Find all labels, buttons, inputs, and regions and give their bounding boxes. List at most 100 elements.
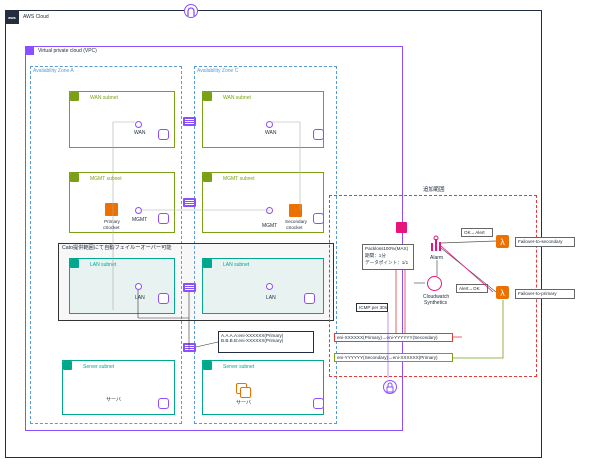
lock-icon bbox=[203, 173, 212, 182]
alert-to-ok-label: Alert→OK bbox=[459, 286, 480, 291]
mgmt-subnet-a bbox=[69, 172, 175, 233]
eni-icon bbox=[266, 121, 273, 128]
route-table-icon bbox=[183, 198, 196, 207]
lock-icon bbox=[203, 92, 212, 101]
wan-subnet-c-label: WAN subnet bbox=[223, 95, 251, 101]
eni-icon bbox=[266, 283, 273, 290]
route-update-secondary-to-primary: eni-YYYYYY(Secondary)→eni-XXXXXX(Primary… bbox=[334, 353, 453, 362]
vpn-gateway-icon bbox=[383, 380, 397, 394]
nacl-icon bbox=[158, 129, 169, 140]
server-instances-icon-2 bbox=[240, 387, 251, 398]
lock-icon bbox=[203, 259, 212, 268]
nacl-icon bbox=[313, 398, 324, 409]
eni-icon bbox=[135, 283, 142, 290]
cato-failover-region bbox=[58, 243, 334, 321]
aws-logo-icon: aws bbox=[5, 10, 19, 24]
primary-csocket-instance-icon bbox=[105, 203, 118, 216]
server-subnet-a bbox=[62, 360, 175, 415]
vpc-icon bbox=[25, 46, 34, 55]
server-subnet-c bbox=[202, 360, 324, 415]
secondary-csocket-label-1: Secondary bbox=[285, 219, 307, 224]
nacl-icon bbox=[313, 213, 324, 224]
server-c-node-label: サーバ bbox=[236, 400, 251, 406]
nacl-icon bbox=[313, 129, 324, 140]
wan-subnet-a-label: WAN subnet bbox=[90, 95, 118, 101]
icmp-box: ICMP per 30s bbox=[356, 303, 388, 312]
lan-subnet-c-label: LAN subnet bbox=[223, 262, 250, 268]
cloudwatch-group-icon bbox=[396, 222, 407, 233]
lambda-secondary-label: Failover-to-secondary bbox=[518, 239, 563, 244]
lambda-primary-icon: λ bbox=[496, 286, 509, 299]
mgmt-a-node-label: MGMT bbox=[132, 217, 148, 223]
synthetics-label-2: Synthetics bbox=[424, 300, 448, 306]
lambda-secondary-icon: λ bbox=[496, 235, 509, 248]
server-subnet-a-label: Server subnet bbox=[83, 364, 115, 370]
lock-icon bbox=[63, 361, 72, 370]
route-table-icon bbox=[183, 283, 196, 292]
wan-subnet-a bbox=[69, 91, 175, 148]
aws-cloud-group bbox=[5, 10, 542, 458]
eni-icon bbox=[266, 207, 273, 214]
addition-scope-label: 追加範囲 bbox=[423, 187, 445, 193]
lan-subnet-c bbox=[202, 258, 324, 314]
mgmt-c-node-label: MGMT bbox=[262, 223, 278, 229]
route-entry-a: A.A.A.A:eni-XXXXXX(Primary) bbox=[221, 333, 284, 338]
availability-zone-a bbox=[30, 66, 182, 424]
server-a-node-label: サーバ bbox=[106, 397, 121, 403]
nacl-icon bbox=[158, 293, 169, 304]
mgmt-subnet-a-label: MGMT subnet bbox=[90, 176, 122, 182]
eni-icon bbox=[135, 121, 142, 128]
route-update-primary-to-secondary: eni-XXXXXX(Primary)→eni-YYYYYY(Secondary… bbox=[334, 333, 453, 342]
server-subnet-c-label: Server subnet bbox=[223, 364, 255, 370]
lock-icon bbox=[70, 259, 79, 268]
vpc-label: Virtual private cloud (VPC) bbox=[38, 48, 97, 54]
alarm-label: Alarm bbox=[430, 255, 444, 261]
packetloss-line-1: Packloss100%(MAX) bbox=[365, 246, 409, 251]
ok-to-alert-label: OK→Alert bbox=[464, 230, 485, 235]
route-table-icon bbox=[183, 343, 196, 352]
route-table-icon bbox=[183, 117, 196, 126]
az-a-label: Availability Zone A bbox=[33, 68, 74, 74]
packetloss-line-3: データポイント：1/1 bbox=[365, 259, 409, 265]
nacl-icon bbox=[158, 213, 169, 224]
wan-c-node-label: WAN bbox=[265, 130, 277, 136]
secondary-csocket-instance-icon bbox=[289, 204, 302, 217]
lan-subnet-a bbox=[69, 258, 175, 314]
wan-a-node-label: WAN bbox=[134, 130, 146, 136]
route-table-callout: A.A.A.A:eni-XXXXXX(Primary) B.B.B.B:eni-… bbox=[218, 331, 314, 353]
internet-gateway-icon bbox=[184, 4, 198, 18]
ok-to-alert-box: OK→Alert bbox=[461, 228, 493, 237]
lambda-primary-box: Failover-to-primary bbox=[515, 289, 575, 299]
route-entry-b: B.B.B.B:eni-XXXXXX(Primary) bbox=[221, 338, 284, 343]
lock-icon bbox=[70, 173, 79, 182]
availability-zone-c bbox=[194, 66, 337, 424]
lambda-secondary-box: Failover-to-secondary bbox=[515, 237, 575, 247]
mgmt-subnet-c bbox=[202, 172, 324, 233]
vpc-group bbox=[25, 46, 403, 431]
eni-icon bbox=[135, 207, 142, 214]
lan-c-node-label: LAN bbox=[266, 295, 276, 301]
mgmt-subnet-c-label: MGMT subnet bbox=[223, 176, 255, 182]
lock-icon bbox=[203, 361, 212, 370]
lan-a-node-label: LAN bbox=[135, 295, 145, 301]
primary-csocket-label-2: cSocket bbox=[103, 225, 120, 230]
lock-icon bbox=[70, 92, 79, 101]
secondary-csocket-label-2: cSocket bbox=[286, 225, 303, 230]
aws-cloud-label: AWS Cloud bbox=[23, 14, 49, 20]
icmp-label: ICMP per 30s bbox=[359, 305, 387, 310]
nacl-icon bbox=[304, 293, 315, 304]
route-s2p-label: eni-YYYYYY(Secondary)→eni-XXXXXX(Primary… bbox=[337, 355, 438, 360]
packetloss-line-2: 期間：1分 bbox=[365, 252, 386, 258]
lan-subnet-a-label: LAN subnet bbox=[90, 262, 117, 268]
cato-failover-label: Cato提供範囲にて自動フェイルーオーバー可能 bbox=[62, 245, 172, 251]
wan-subnet-c bbox=[202, 91, 324, 148]
alert-to-ok-box: Alert→OK bbox=[456, 284, 488, 293]
nacl-icon bbox=[158, 398, 169, 409]
synthetics-label-1: Cloudwatch bbox=[423, 294, 450, 300]
alarm-icon bbox=[428, 235, 446, 253]
addition-scope-region bbox=[329, 195, 537, 377]
az-c-label: Availability Zone C bbox=[197, 68, 239, 74]
lambda-primary-label: Failover-to-primary bbox=[518, 291, 557, 296]
synthetics-icon bbox=[427, 276, 442, 291]
